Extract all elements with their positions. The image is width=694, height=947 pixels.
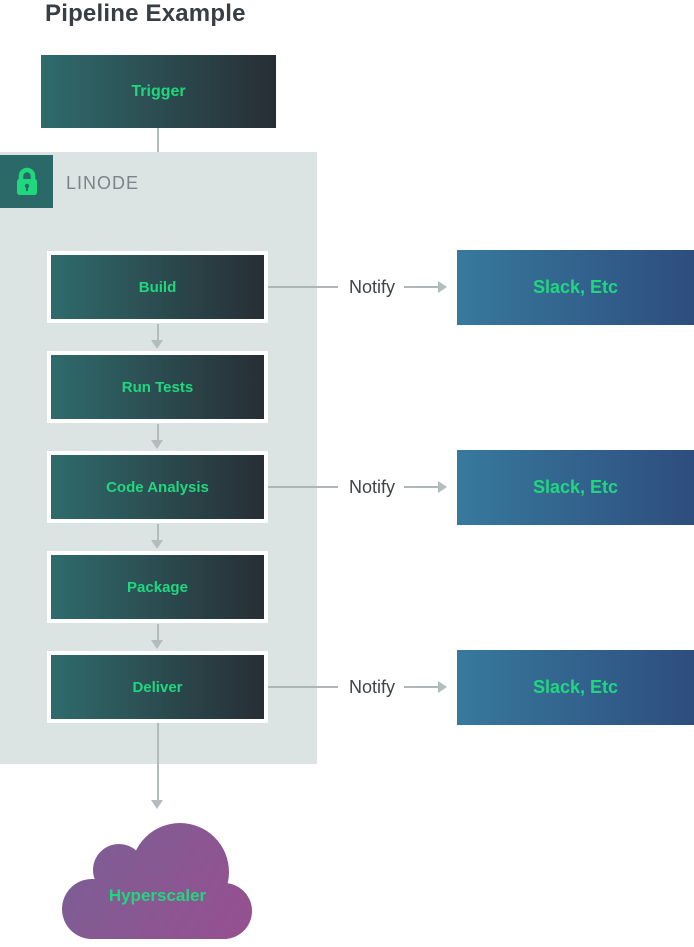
notify-line [404, 286, 438, 288]
slack-node: Slack, Etc [457, 450, 694, 525]
connector-step-line [157, 324, 159, 341]
notify-arrowhead-icon [438, 281, 447, 293]
notify-line [404, 486, 438, 488]
notify-label: Notify [349, 277, 396, 297]
notify-line [268, 286, 338, 288]
trigger-node: Trigger [41, 55, 276, 128]
slack-node: Slack, Etc [457, 250, 694, 325]
connector-step-arrowhead-icon [151, 340, 163, 349]
step-label: Deliver [132, 678, 183, 696]
step-label: Package [127, 578, 188, 596]
lock-badge [0, 155, 53, 208]
notify-label: Notify [349, 477, 396, 497]
slack-node: Slack, Etc [457, 650, 694, 725]
hyperscaler-cloud [62, 822, 253, 942]
notify-label: Notify [349, 677, 396, 697]
step-node-package: Package [47, 551, 268, 623]
connector-step-line [157, 524, 159, 541]
trigger-label: Trigger [131, 82, 186, 100]
cloud-label: Hyperscaler [108, 886, 207, 905]
connector-step-arrowhead-icon [151, 640, 163, 649]
step-label: Code Analysis [106, 478, 209, 496]
connector-step-arrowhead-icon [151, 440, 163, 449]
notify-arrowhead-icon [438, 481, 447, 493]
notify-line [268, 486, 338, 488]
step-node-code-analysis: Code Analysis [47, 451, 268, 523]
connector-step-arrowhead-icon [151, 540, 163, 549]
connector-step-line [157, 424, 159, 441]
linode-label: LINODE [66, 173, 140, 193]
slack-label: Slack, Etc [532, 477, 619, 497]
connector-deliver-cloud-line [157, 723, 159, 801]
notify-line [268, 686, 338, 688]
page-title: Pipeline Example [45, 0, 246, 27]
step-label: Run Tests [121, 378, 194, 396]
connector-step-line [157, 624, 159, 641]
connector-deliver-cloud-arrowhead-icon [151, 800, 163, 809]
slack-label: Slack, Etc [532, 677, 619, 697]
notify-arrowhead-icon [438, 681, 447, 693]
padlock-icon [16, 167, 37, 195]
step-node-build: Build [47, 251, 268, 323]
step-node-run-tests: Run Tests [47, 351, 268, 423]
step-node-deliver: Deliver [47, 651, 268, 723]
step-label: Build [138, 278, 177, 296]
cloud-icon [62, 823, 252, 939]
slack-label: Slack, Etc [532, 277, 619, 297]
notify-line [404, 686, 438, 688]
